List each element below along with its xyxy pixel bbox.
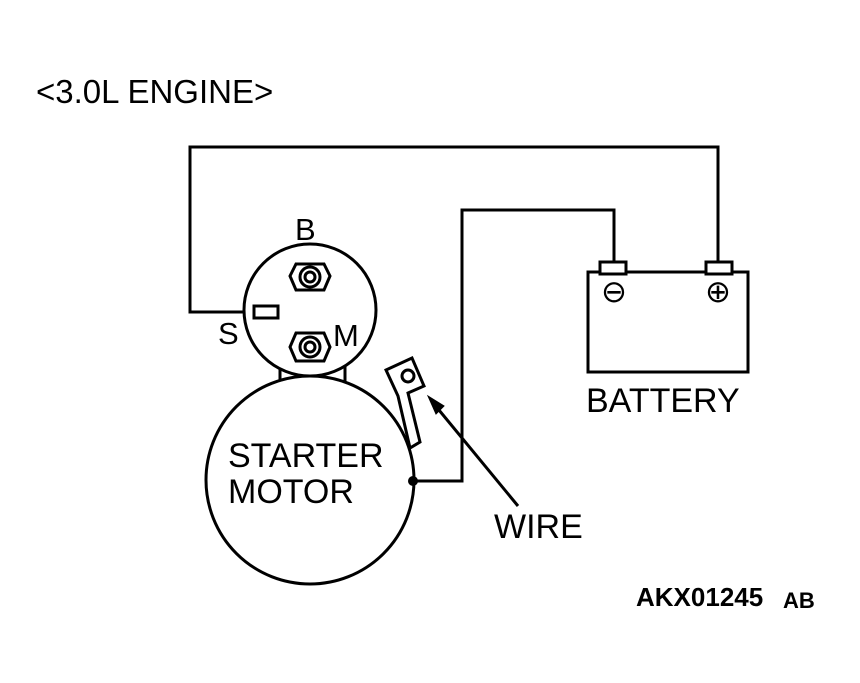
figure-code-suffix: AB <box>783 588 815 613</box>
wire-label: WIRE <box>494 508 583 546</box>
terminal-s-tab <box>252 304 280 320</box>
ground-wire <box>413 208 616 483</box>
s-terminal-to-positive-wire <box>188 145 720 314</box>
ground-lug-bracket <box>384 355 426 451</box>
diagram-title: <3.0L ENGINE> <box>36 73 273 110</box>
terminal-m-nut <box>288 331 332 363</box>
wire-pointer-arrow <box>426 394 520 507</box>
battery-positive-post <box>704 260 734 276</box>
starter-motor-label-line2: MOTOR <box>228 473 354 511</box>
solenoid-body <box>242 242 378 378</box>
ground-connection-dot <box>408 476 418 486</box>
starter-motor-label-line1: STARTER <box>228 437 384 475</box>
terminal-m-label: M <box>333 318 359 353</box>
terminal-b-label: B <box>295 212 316 247</box>
terminal-s-label: S <box>218 316 239 351</box>
battery-body <box>586 270 750 374</box>
battery-label: BATTERY <box>586 382 740 420</box>
battery-negative-post <box>598 260 628 276</box>
battery-positive-symbol: ⊕ <box>705 274 731 309</box>
battery-negative-symbol: ⊖ <box>601 274 627 309</box>
battery <box>586 260 750 374</box>
terminal-b-nut <box>288 262 332 292</box>
figure-code: AKX01245 <box>636 582 763 612</box>
